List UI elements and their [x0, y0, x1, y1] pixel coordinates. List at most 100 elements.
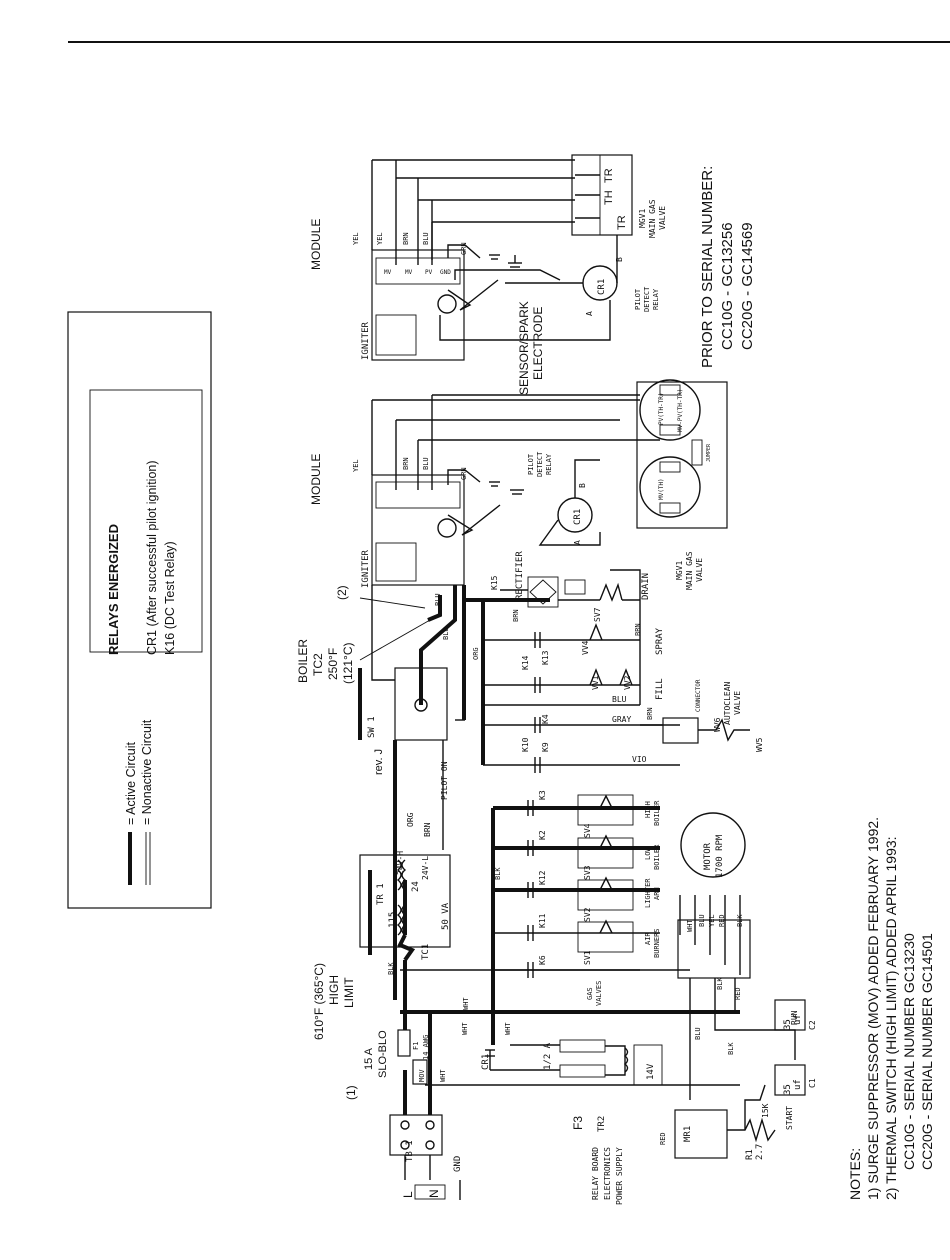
svg-text:VV4: VV4 — [581, 640, 590, 655]
svg-text:PV: PV — [425, 269, 433, 276]
svg-text:MV: MV — [405, 269, 413, 276]
svg-text:ARM: ARM — [653, 887, 661, 900]
svg-text:RECTIFIER: RECTIFIER — [515, 551, 525, 600]
power-entry — [389, 880, 461, 1200]
svg-text:TR2: TR2 — [597, 1116, 607, 1132]
svg-text:24V-L: 24V-L — [421, 856, 430, 880]
boiler-switch — [358, 585, 465, 1000]
svg-text:BLK: BLK — [387, 962, 395, 975]
svg-text:MOTOR: MOTOR — [703, 842, 713, 870]
svg-text:MOV: MOV — [418, 1069, 426, 1082]
svg-text:2.7: 2.7 — [755, 1144, 765, 1160]
svg-text:CR1: CR1 — [573, 509, 583, 525]
svg-text:K10: K10 — [521, 737, 530, 752]
svg-text:14 AWG: 14 AWG — [422, 1035, 430, 1060]
svg-text:WHT: WHT — [439, 1069, 447, 1082]
svg-text:GRAY: GRAY — [612, 715, 631, 724]
svg-text:DETECT: DETECT — [536, 451, 544, 477]
svg-text:TC2: TC2 — [311, 653, 325, 676]
svg-text:BOILER: BOILER — [653, 800, 661, 826]
svg-text:RUN: RUN — [790, 1010, 799, 1025]
svg-text:K14: K14 — [521, 655, 530, 670]
serial-heading: PRIOR TO SERIAL NUMBER: — [699, 166, 716, 368]
svg-text:SV7: SV7 — [593, 607, 602, 622]
svg-text:SLO-BLO: SLO-BLO — [377, 1030, 389, 1078]
svg-text:K3: K3 — [538, 790, 547, 800]
svg-text:VV1: VV1 — [591, 675, 600, 690]
svg-text:24V-H: 24V-H — [396, 851, 405, 875]
svg-text:RELAY: RELAY — [652, 288, 660, 310]
serial-note: PRIOR TO SERIAL NUMBER: CC10G - GC13256 … — [699, 166, 756, 368]
svg-text:250°F: 250°F — [326, 648, 340, 680]
svg-text:PILOT: PILOT — [527, 453, 535, 475]
svg-text:PILOT: PILOT — [634, 288, 642, 310]
svg-text:BLU: BLU — [434, 593, 442, 606]
svg-text:TB 1: TB 1 — [405, 1140, 415, 1162]
svg-text:TC1: TC1 — [421, 944, 431, 960]
svg-text:LIGHTER: LIGHTER — [644, 878, 652, 908]
svg-text:K4: K4 — [541, 714, 550, 724]
legend-line2: K16 (DC Test Relay) — [163, 541, 177, 655]
svg-text:VALVE: VALVE — [733, 691, 742, 715]
svg-text:VV2: VV2 — [623, 675, 632, 690]
svg-text:rev. J: rev. J — [373, 749, 385, 775]
capacitors — [674, 999, 806, 1159]
note-1: 1) SURGE SUPPRESSOR (MOV) ADDED FEBRUARY… — [865, 817, 881, 1200]
legend-box — [67, 311, 212, 909]
svg-text:BLU: BLU — [422, 232, 430, 245]
svg-text:F1: F1 — [412, 1042, 420, 1050]
svg-text:VALVES: VALVES — [595, 981, 603, 1006]
svg-text:B: B — [578, 483, 587, 488]
svg-text:K15: K15 — [490, 575, 499, 590]
svg-text:K9: K9 — [541, 742, 550, 752]
svg-text:15 A: 15 A — [363, 1047, 375, 1070]
relay-rows-upper — [483, 600, 750, 773]
svg-text:C1: C1 — [808, 1078, 817, 1088]
svg-text:BRN: BRN — [402, 457, 410, 470]
svg-text:(121°C): (121°C) — [341, 643, 355, 684]
svg-text:TR: TR — [616, 215, 628, 230]
svg-text:RELAY: RELAY — [545, 453, 553, 475]
svg-text:TR: TR — [603, 168, 615, 183]
motor — [677, 812, 796, 1100]
svg-text:ELECTRODE: ELECTRODE — [531, 307, 545, 380]
svg-text:RED: RED — [734, 987, 742, 1000]
svg-text:CONNECTOR: CONNECTOR — [695, 679, 702, 712]
module-main — [371, 379, 728, 586]
svg-text:MV(TH): MV(TH) — [658, 478, 665, 500]
svg-text:SPRAY: SPRAY — [655, 627, 665, 655]
svg-text:YEL: YEL — [376, 232, 384, 245]
svg-text:uf: uf — [793, 1014, 803, 1025]
svg-text:K2: K2 — [538, 830, 547, 840]
svg-text:BRN: BRN — [634, 623, 642, 636]
svg-text:F3: F3 — [571, 1116, 585, 1130]
svg-text:BLU: BLU — [612, 695, 627, 704]
svg-text:TR 1: TR 1 — [376, 883, 386, 905]
svg-text:BLK: BLK — [727, 1042, 735, 1055]
svg-text:BLU: BLU — [698, 914, 706, 927]
svg-text:1/2 A: 1/2 A — [543, 1042, 553, 1070]
legend-nonactive: = Nonactive Circuit — [140, 719, 154, 825]
svg-text:PV(TH-TR): PV(TH-TR) — [658, 392, 665, 425]
svg-text:HIGH: HIGH — [327, 975, 341, 1005]
svg-text:VALVE: VALVE — [658, 206, 667, 230]
note-2b: CC20G - SERIAL NUMBER GC14501 — [919, 933, 935, 1170]
svg-text:VIO: VIO — [632, 755, 647, 764]
svg-text:AIR: AIR — [644, 932, 652, 945]
svg-text:WV5: WV5 — [755, 737, 764, 752]
svg-text:A: A — [585, 311, 594, 316]
module-top: MV MV PV GND — [371, 154, 633, 361]
svg-text:MV: MV — [384, 269, 392, 276]
svg-text:GAS: GAS — [586, 987, 594, 1000]
svg-text:RELAY BOARD: RELAY BOARD — [591, 1147, 600, 1200]
svg-text:N: N — [427, 1189, 441, 1198]
svg-text:YEL: YEL — [708, 914, 716, 927]
svg-text:BLK: BLK — [716, 977, 724, 990]
svg-text:LOW: LOW — [644, 847, 652, 860]
svg-text:RED: RED — [718, 914, 726, 927]
svg-text:WHT: WHT — [462, 997, 470, 1010]
svg-text:50 VA: 50 VA — [441, 902, 451, 930]
svg-text:(1): (1) — [344, 1085, 358, 1100]
label-module-main: MODULE — [309, 454, 323, 505]
